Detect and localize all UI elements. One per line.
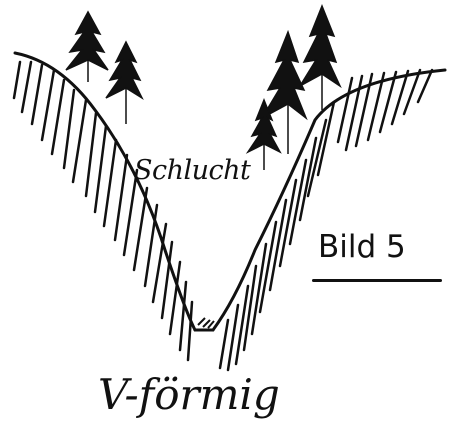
fir-tree-icon	[66, 12, 108, 82]
fir-tree-icon	[106, 42, 142, 124]
figure-label-underline	[312, 279, 442, 282]
shape-label: V-förmig	[98, 370, 280, 419]
right-hatching	[220, 70, 432, 370]
left-slope-line	[15, 53, 195, 330]
trees	[66, 6, 340, 170]
fir-tree-icon	[300, 6, 340, 110]
left-hatching	[14, 62, 192, 360]
river-marks	[198, 318, 214, 328]
figure-label: Bild 5	[318, 229, 406, 265]
gorge-label: Schlucht	[134, 155, 250, 186]
